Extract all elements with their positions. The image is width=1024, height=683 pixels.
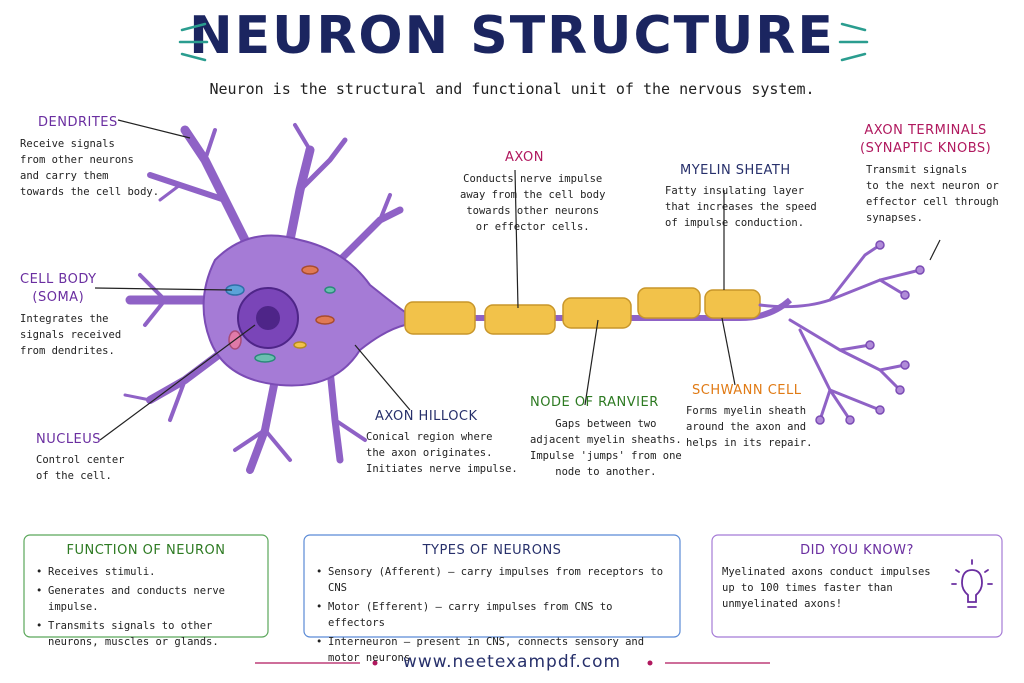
types-panel-title: TYPES OF NEURONS <box>422 543 562 558</box>
label-axon-hillock-title: AXON HILLOCK <box>375 409 478 424</box>
function-panel-title: FUNCTION OF NEURON <box>66 543 226 558</box>
footer-url[interactable]: www.neetexampdf.com <box>402 652 622 672</box>
label-cell-body-text: Integrates the signals received from den… <box>20 313 122 357</box>
did-you-know-panel: DID YOU KNOW? Myelinated axons conduct i… <box>712 535 1002 637</box>
types-item: Interneuron – present in CNS, connects s… <box>314 634 670 666</box>
types-item: Motor (Efferent) – carry impulses from C… <box>314 599 670 631</box>
title-decoration-left-icon <box>178 22 209 62</box>
nucleolus <box>256 306 280 330</box>
label-nucleus-title: NUCLEUS <box>36 432 102 447</box>
dendrites <box>123 123 404 474</box>
axon-terminal-branches <box>758 243 922 422</box>
organelles <box>225 265 336 363</box>
did-you-know-text: Myelinated axons conduct impulses up to … <box>722 566 931 610</box>
did-you-know-title: DID YOU KNOW? <box>800 543 914 558</box>
types-panel: TYPES OF NEURONS Sensory (Afferent) – ca… <box>304 535 680 664</box>
page-title: NEURON STRUCTURE <box>189 6 835 66</box>
label-axon-hillock-text: Conical region where the axon originates… <box>366 431 518 475</box>
label-schwann-cell-text: Forms myelin sheath around the axon and … <box>686 405 813 449</box>
cell-body-soma <box>202 234 406 387</box>
types-item: Sensory (Afferent) – carry impulses from… <box>314 564 670 596</box>
function-item: Generates and conducts nerve impulse. <box>34 583 258 615</box>
page-subtitle: Neuron is the structural and functional … <box>209 80 815 98</box>
function-item: Receives stimuli. <box>34 564 258 580</box>
synaptic-knobs <box>815 240 925 425</box>
label-axon-title: AXON <box>505 150 544 165</box>
label-axon-text: Conducts nerve impulse away from the cel… <box>460 173 606 233</box>
myelin-sheaths <box>404 287 761 335</box>
label-dendrites-text: Receive signals from other neurons and c… <box>20 138 160 198</box>
function-panel: FUNCTION OF NEURON Receives stimuli. Gen… <box>24 535 268 648</box>
label-nucleus-text: Control center of the cell. <box>36 454 125 482</box>
title-decoration-right-icon <box>838 22 869 62</box>
label-axon-terminals-title: AXON TERMINALS (SYNAPTIC KNOBS) <box>860 123 992 156</box>
label-node-of-ranvier-text: Gaps between two adjacent myelin sheaths… <box>530 418 682 478</box>
function-item: Transmits signals to other neurons, musc… <box>34 618 258 650</box>
label-myelin-sheath-text: Fatty insulating layer that increases th… <box>665 185 817 229</box>
lightbulb-icon <box>951 559 993 608</box>
pointer-lines <box>94 119 941 441</box>
label-axon-terminals-text: Transmit signals to the next neuron or e… <box>866 164 999 224</box>
did-you-know-panel-border <box>711 534 1003 638</box>
label-myelin-sheath-title: MYELIN SHEATH <box>680 163 791 178</box>
label-cell-body-title: CELL BODY (SOMA) <box>20 272 97 305</box>
label-dendrites-title: DENDRITES <box>38 115 118 130</box>
label-node-of-ranvier-title: NODE OF RANVIER <box>530 395 659 410</box>
label-schwann-cell-title: SCHWANN CELL <box>692 383 802 398</box>
